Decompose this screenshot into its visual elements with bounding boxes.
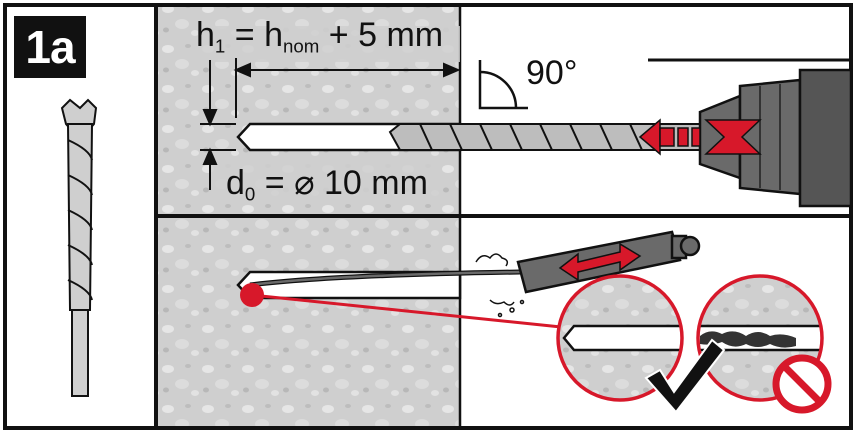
depth-dimension bbox=[233, 58, 461, 118]
equals-sign: = bbox=[225, 16, 265, 54]
pump-action-arrow bbox=[558, 242, 642, 282]
depth-formula: h1 = hnom + 5 mm bbox=[196, 18, 443, 56]
step-badge: 1a bbox=[14, 16, 86, 78]
depth-increment: + 5 mm bbox=[319, 16, 444, 54]
detail-pointer bbox=[240, 283, 591, 332]
depth-symbol: h bbox=[196, 16, 215, 54]
blow-pump-icon bbox=[249, 230, 701, 294]
diameter-dimension bbox=[200, 60, 236, 190]
diameter-value: = ⌀ 10 mm bbox=[255, 164, 428, 202]
angle-label: 90° bbox=[526, 54, 578, 92]
check-mark-icon bbox=[644, 338, 726, 414]
nominal-depth-symbol: h bbox=[264, 16, 283, 54]
depth-subscript: 1 bbox=[214, 35, 226, 57]
nominal-depth-subscript: nom bbox=[283, 35, 320, 57]
right-angle-icon bbox=[478, 60, 528, 110]
bottom-concrete-block bbox=[158, 218, 462, 426]
diameter-symbol: d bbox=[226, 164, 245, 202]
top-concrete-block bbox=[158, 7, 462, 214]
dust-particles bbox=[475, 253, 525, 318]
drill-bit-icon bbox=[60, 98, 98, 397]
prohibited-icon bbox=[772, 354, 832, 414]
diameter-subscript: 0 bbox=[244, 183, 256, 205]
hammer-action-arrows bbox=[638, 118, 762, 156]
detail-clean-hole bbox=[556, 274, 684, 402]
diameter-formula: d0 = ⌀ 10 mm bbox=[226, 166, 428, 204]
